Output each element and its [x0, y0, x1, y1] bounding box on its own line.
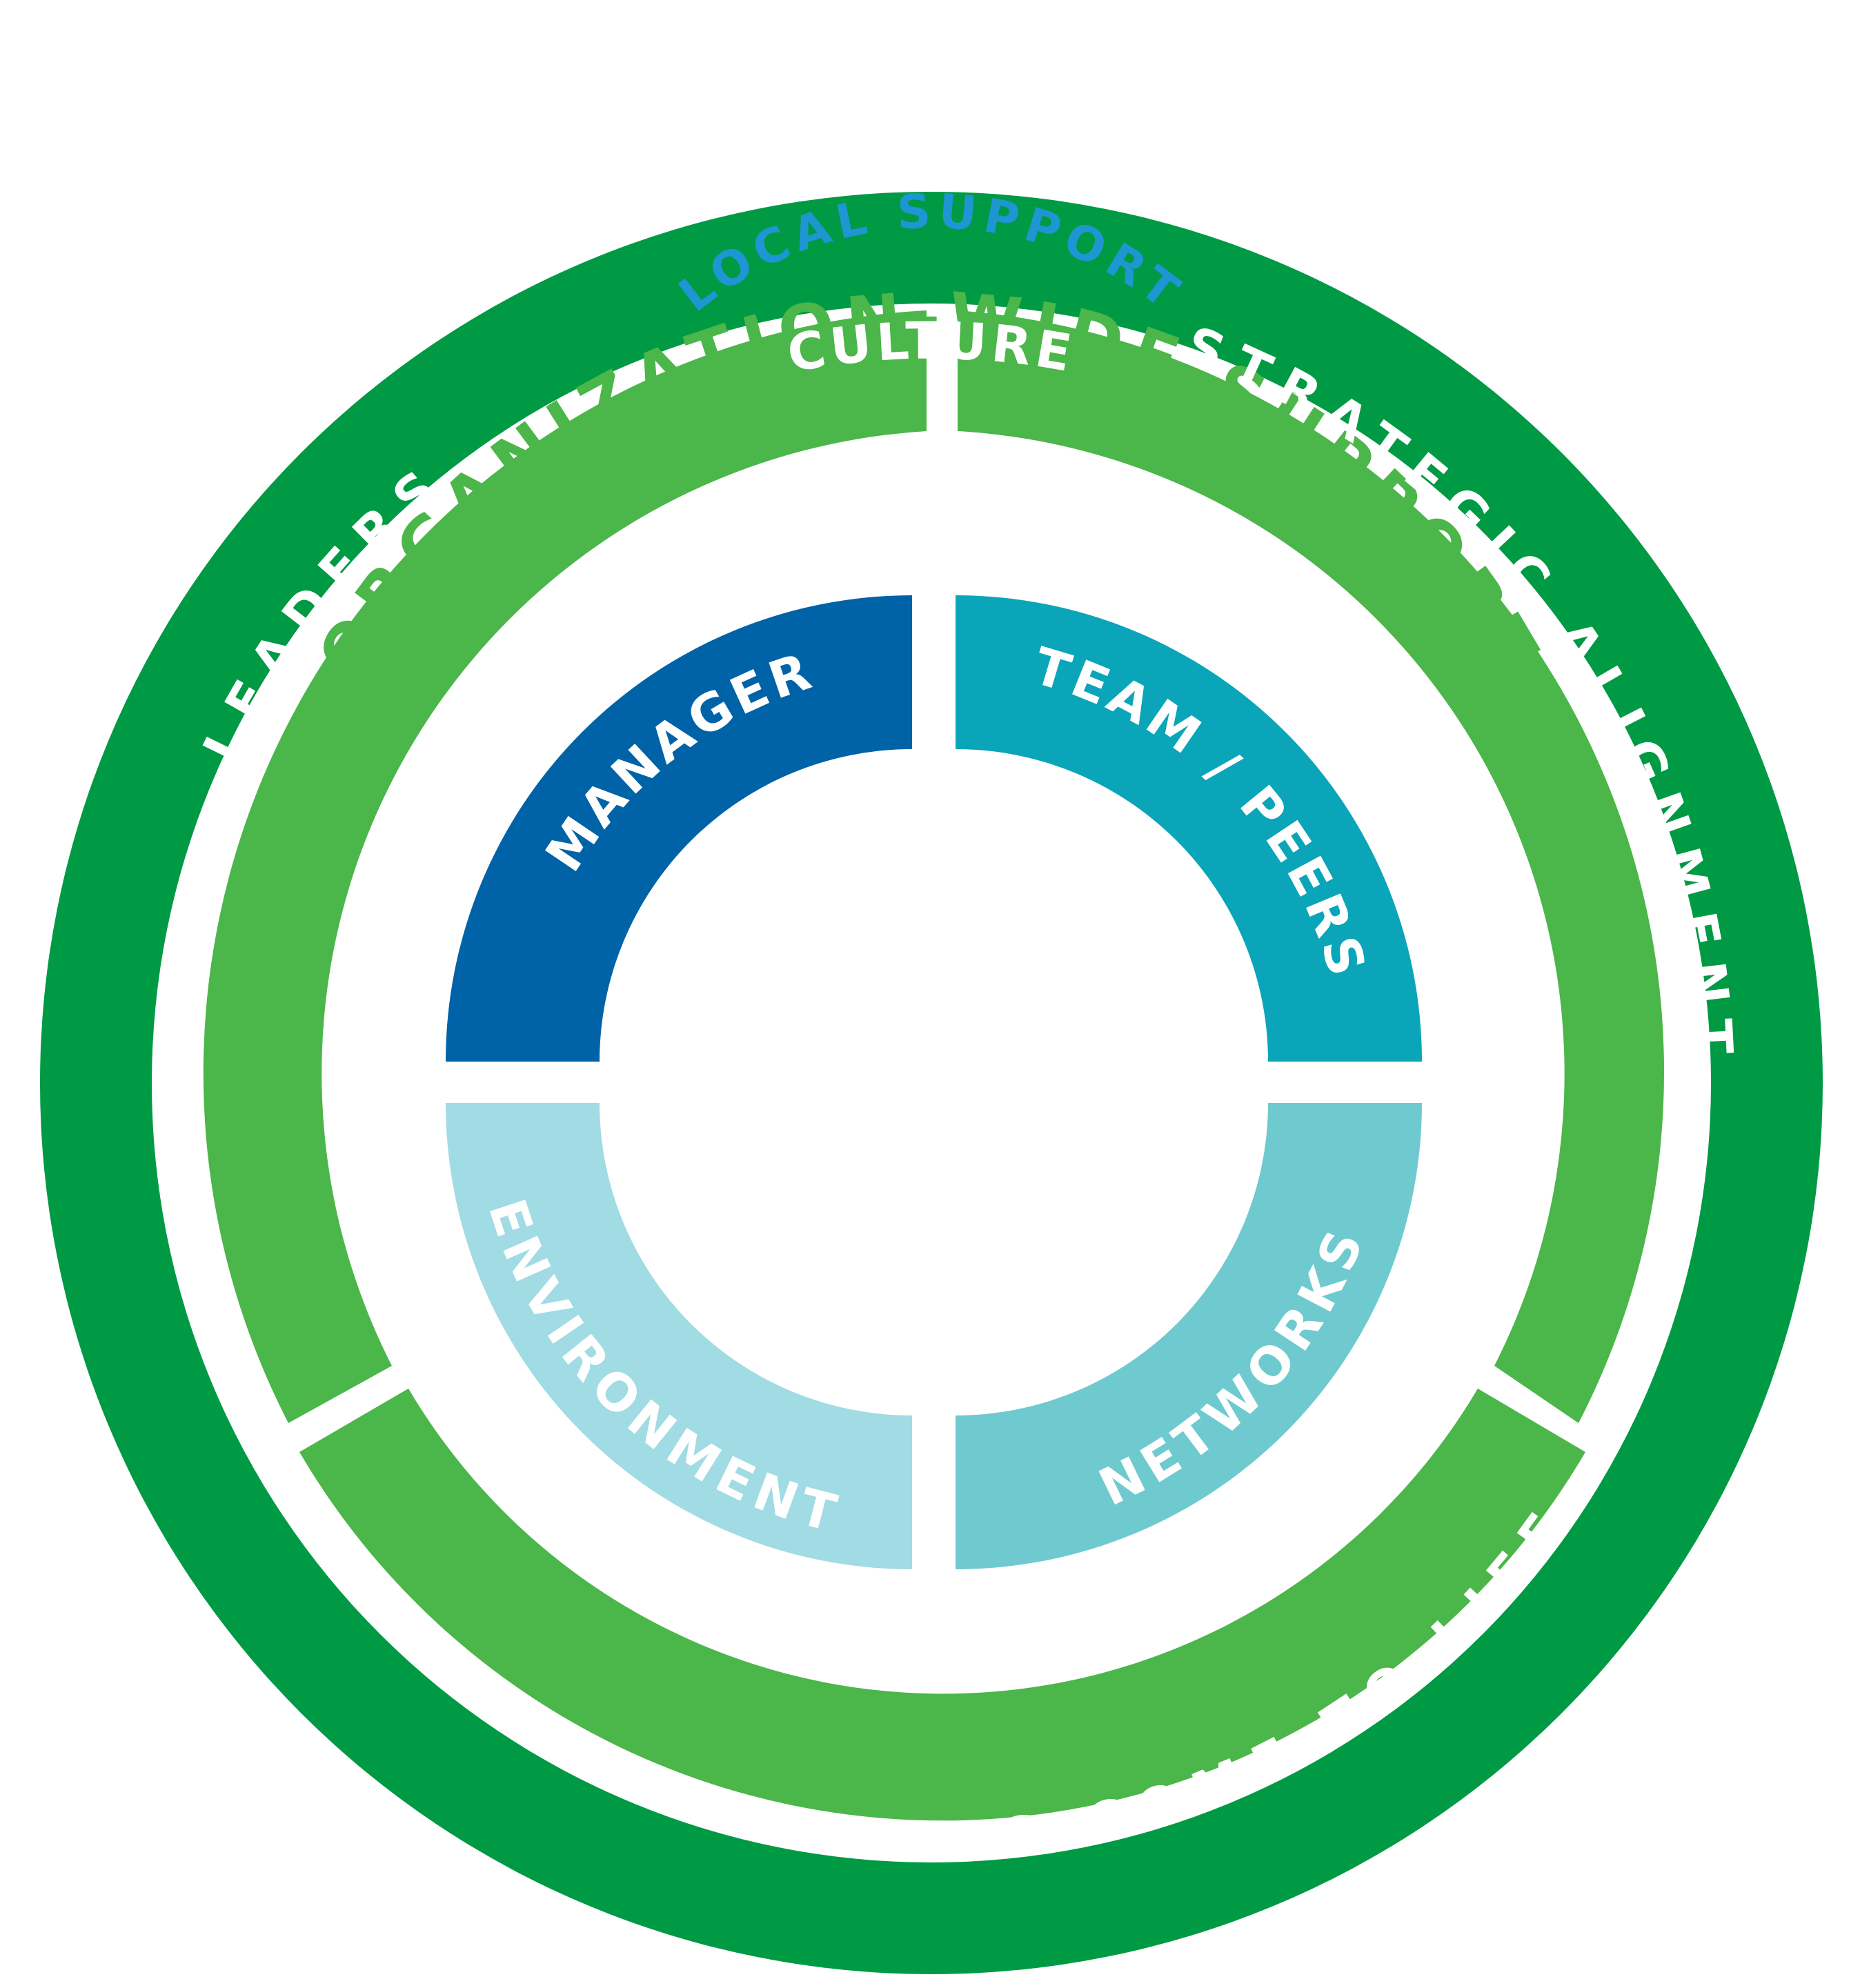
leaders-segment [203, 310, 927, 1423]
strategic-alignment-segment [958, 310, 1665, 1423]
team-peers-segment [956, 595, 1422, 1062]
environment-segment [446, 1103, 912, 1569]
making-wellbeing-segment [299, 1389, 1585, 1821]
culture-ring-inner-gap [152, 304, 1711, 1862]
manager-segment [446, 595, 912, 1062]
networks-segment [956, 1103, 1422, 1569]
